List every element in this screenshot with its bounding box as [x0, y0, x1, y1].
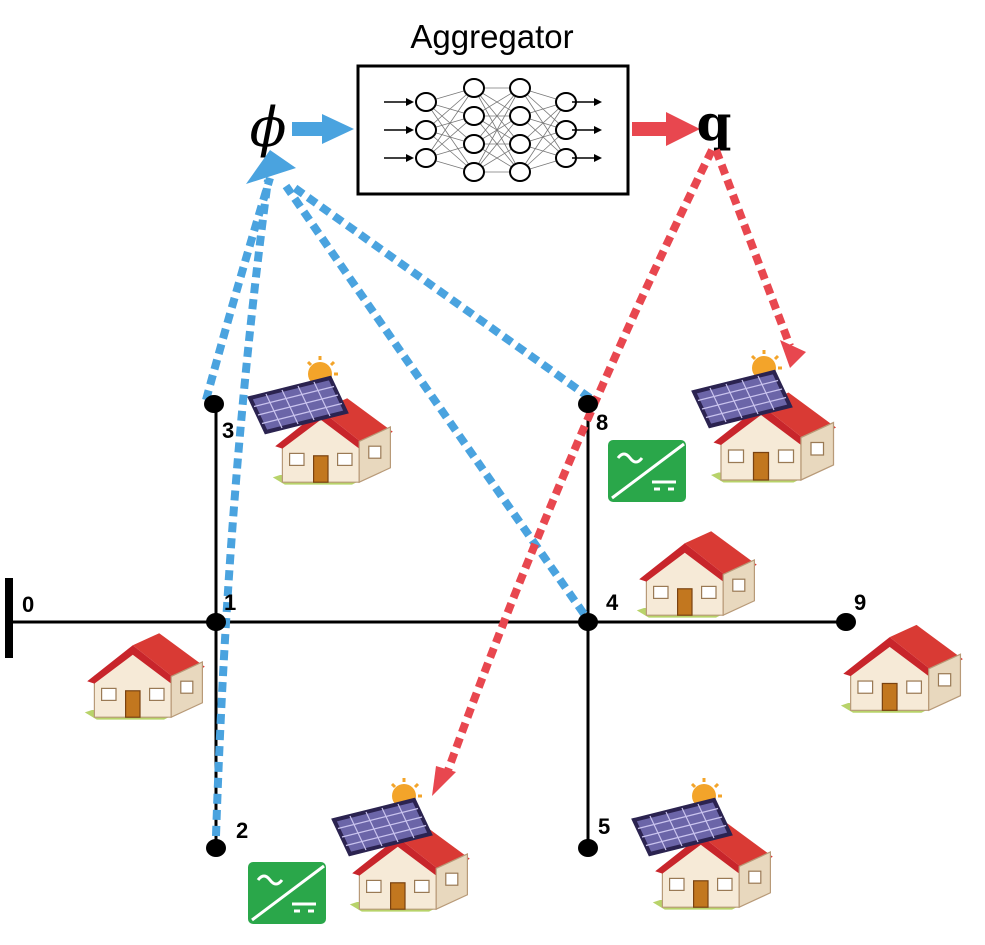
measurement-link-node-2 [212, 179, 272, 837]
node-label-8: 8 [596, 410, 608, 435]
control-arrowhead-node-2 [432, 766, 456, 796]
output-arrow [632, 112, 700, 146]
node-label-0: 0 [22, 592, 34, 617]
aggregator-box [356, 64, 630, 196]
nn-neuron [463, 162, 485, 182]
nn-connection [425, 87, 475, 131]
house-node-5 [632, 776, 774, 911]
nn-neuron [463, 134, 485, 154]
aggregator-label: Aggregator [410, 18, 573, 55]
nn-connection [519, 101, 567, 173]
substation-bar [5, 578, 13, 658]
node-8-dot [578, 395, 598, 413]
node-9-dot [836, 613, 856, 631]
node-label-1: 1 [224, 590, 236, 615]
nn-neuron [415, 92, 437, 112]
nn-neuron [415, 148, 437, 168]
house-node-4 [636, 530, 758, 619]
nn-connection [425, 115, 475, 159]
nn-connection [473, 87, 521, 145]
control-links [442, 148, 794, 778]
nn-connection [473, 87, 521, 173]
q-symbol: q [697, 93, 732, 152]
input-arrow [292, 114, 354, 144]
node-label-2: 2 [236, 818, 248, 843]
measurement-link-node-4 [282, 183, 588, 617]
node-1-dot [206, 613, 226, 631]
control-arrowhead-node-8 [780, 340, 806, 368]
node-label-9: 9 [854, 590, 866, 615]
phi-symbol: ϕ [250, 96, 287, 159]
node-4-dot [578, 613, 598, 631]
nn-neuron [463, 78, 485, 98]
house-node-8 [606, 348, 837, 504]
node-5-dot [578, 839, 598, 857]
nn-neuron [463, 106, 485, 126]
house-node-1 [84, 632, 206, 721]
nn-connection [425, 87, 475, 159]
inverter-icon [606, 438, 688, 504]
node-label-4: 4 [606, 590, 619, 615]
node-label-3: 3 [222, 418, 234, 443]
measurement-arrowhead [246, 150, 296, 184]
measurement-link-node-8 [289, 182, 593, 402]
nn-neuron [509, 134, 531, 154]
node-label-5: 5 [598, 814, 610, 839]
node-2-dot [206, 839, 226, 857]
nn-connection [473, 115, 521, 173]
inverter-icon [246, 860, 328, 926]
control-link-node-8 [712, 148, 794, 348]
nn-neuron [509, 162, 531, 182]
neural-network-icon [383, 78, 603, 182]
house-node-9 [840, 624, 964, 714]
network-nodes [204, 395, 856, 857]
house-node-2 [246, 776, 471, 926]
node-3-dot [204, 395, 224, 413]
nn-neuron [415, 120, 437, 140]
measurement-links [202, 176, 593, 837]
nn-neuron [509, 78, 531, 98]
nn-neuron [509, 106, 531, 126]
house-node-3 [248, 354, 394, 486]
control-link-node-2 [442, 148, 716, 778]
